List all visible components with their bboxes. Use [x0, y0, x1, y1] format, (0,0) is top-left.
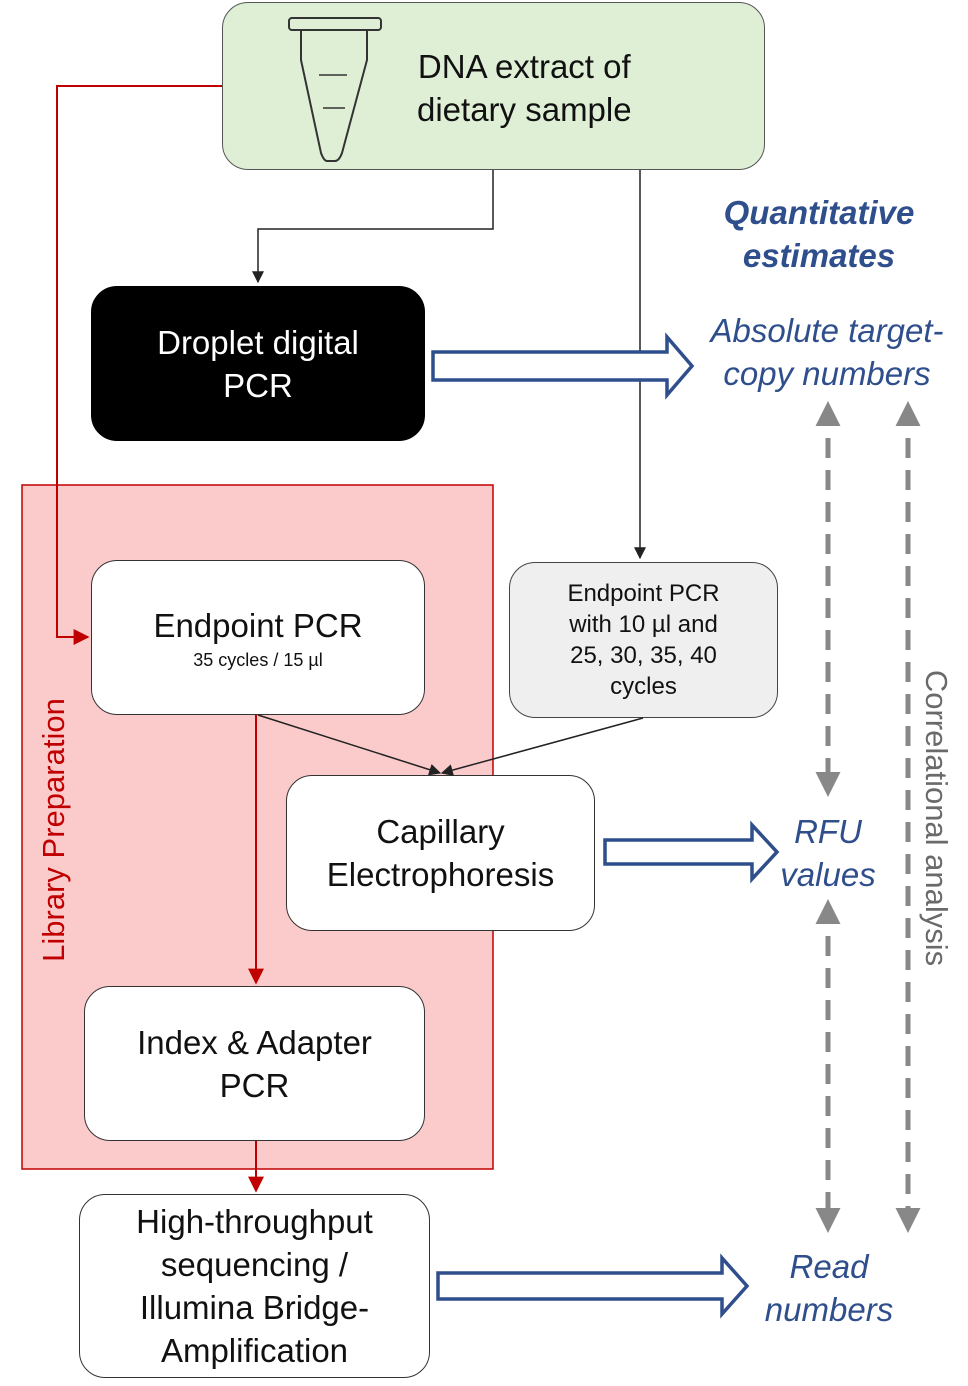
dna-extract-line1: DNA extract of [417, 48, 631, 85]
hts-line4: Amplification [160, 1332, 349, 1369]
capillary-electrophoresis-node: Capillary Electrophoresis [286, 775, 595, 931]
endpoint-variants-line3: 25, 30, 35, 40 [570, 642, 717, 669]
endpoint-pcr-title: Endpoint PCR [153, 607, 363, 644]
heading-line2: estimates [742, 237, 896, 274]
reads-line2: numbers [764, 1291, 894, 1328]
connector-variants-to-capillary [440, 717, 644, 776]
endpoint-variants-line4: cycles [610, 673, 677, 700]
thick-arrow-ddpcr-to-absolute [431, 332, 695, 400]
heading-line1: Quantitative [723, 194, 915, 231]
absolute-copy-numbers-label: Absolute target- copy numbers [692, 309, 962, 395]
capillary-line1: Capillary [376, 813, 505, 850]
endpoint-pcr-node: Endpoint PCR 35 cycles / 15 µl [91, 560, 425, 715]
hts-line1: High-throughput [136, 1203, 373, 1240]
rfu-line1: RFU [794, 813, 862, 850]
ddpcr-line2: PCR [223, 366, 293, 404]
connector-dna-to-endpoint-red [56, 85, 222, 645]
thick-arrow-hts-to-reads [436, 1253, 750, 1319]
absolute-line2: copy numbers [723, 355, 931, 392]
ddpcr-line1: Droplet digital [157, 323, 359, 361]
rfu-values-label: RFU values [760, 810, 896, 896]
quantitative-estimates-heading: Quantitative estimates [700, 191, 938, 277]
connector-endpoint-to-capillary [257, 714, 442, 776]
index-pcr-line1: Index & Adapter [137, 1023, 372, 1061]
index-pcr-line2: PCR [219, 1066, 290, 1104]
connector-dna-to-ddpcr [252, 170, 494, 284]
hts-line2: sequencing / [160, 1246, 349, 1283]
rfu-line2: values [780, 856, 876, 893]
dna-extract-line2: dietary sample [417, 91, 632, 128]
microtube-icon [287, 15, 387, 170]
absolute-line1: Absolute target- [710, 312, 944, 349]
hts-line3: Illumina Bridge- [139, 1289, 370, 1326]
endpoint-variants-line2: with 10 µl and [569, 611, 718, 638]
hts-node: High-throughput sequencing / Illumina Br… [79, 1194, 430, 1378]
capillary-line2: Electrophoresis [326, 856, 555, 893]
endpoint-variants-line1: Endpoint PCR [567, 580, 720, 607]
reads-line1: Read [789, 1248, 869, 1285]
index-adapter-pcr-node: Index & Adapter PCR [84, 986, 425, 1141]
endpoint-pcr-variants-node: Endpoint PCR with 10 µl and 25, 30, 35, … [509, 562, 778, 718]
dna-extract-node: DNA extract of dietary sample [222, 2, 765, 170]
read-numbers-label: Read numbers [740, 1245, 918, 1331]
thick-arrow-capillary-to-rfu [603, 820, 780, 884]
endpoint-pcr-subtitle: 35 cycles / 15 µl [193, 650, 323, 670]
ddpcr-node: Droplet digital PCR [91, 286, 425, 441]
